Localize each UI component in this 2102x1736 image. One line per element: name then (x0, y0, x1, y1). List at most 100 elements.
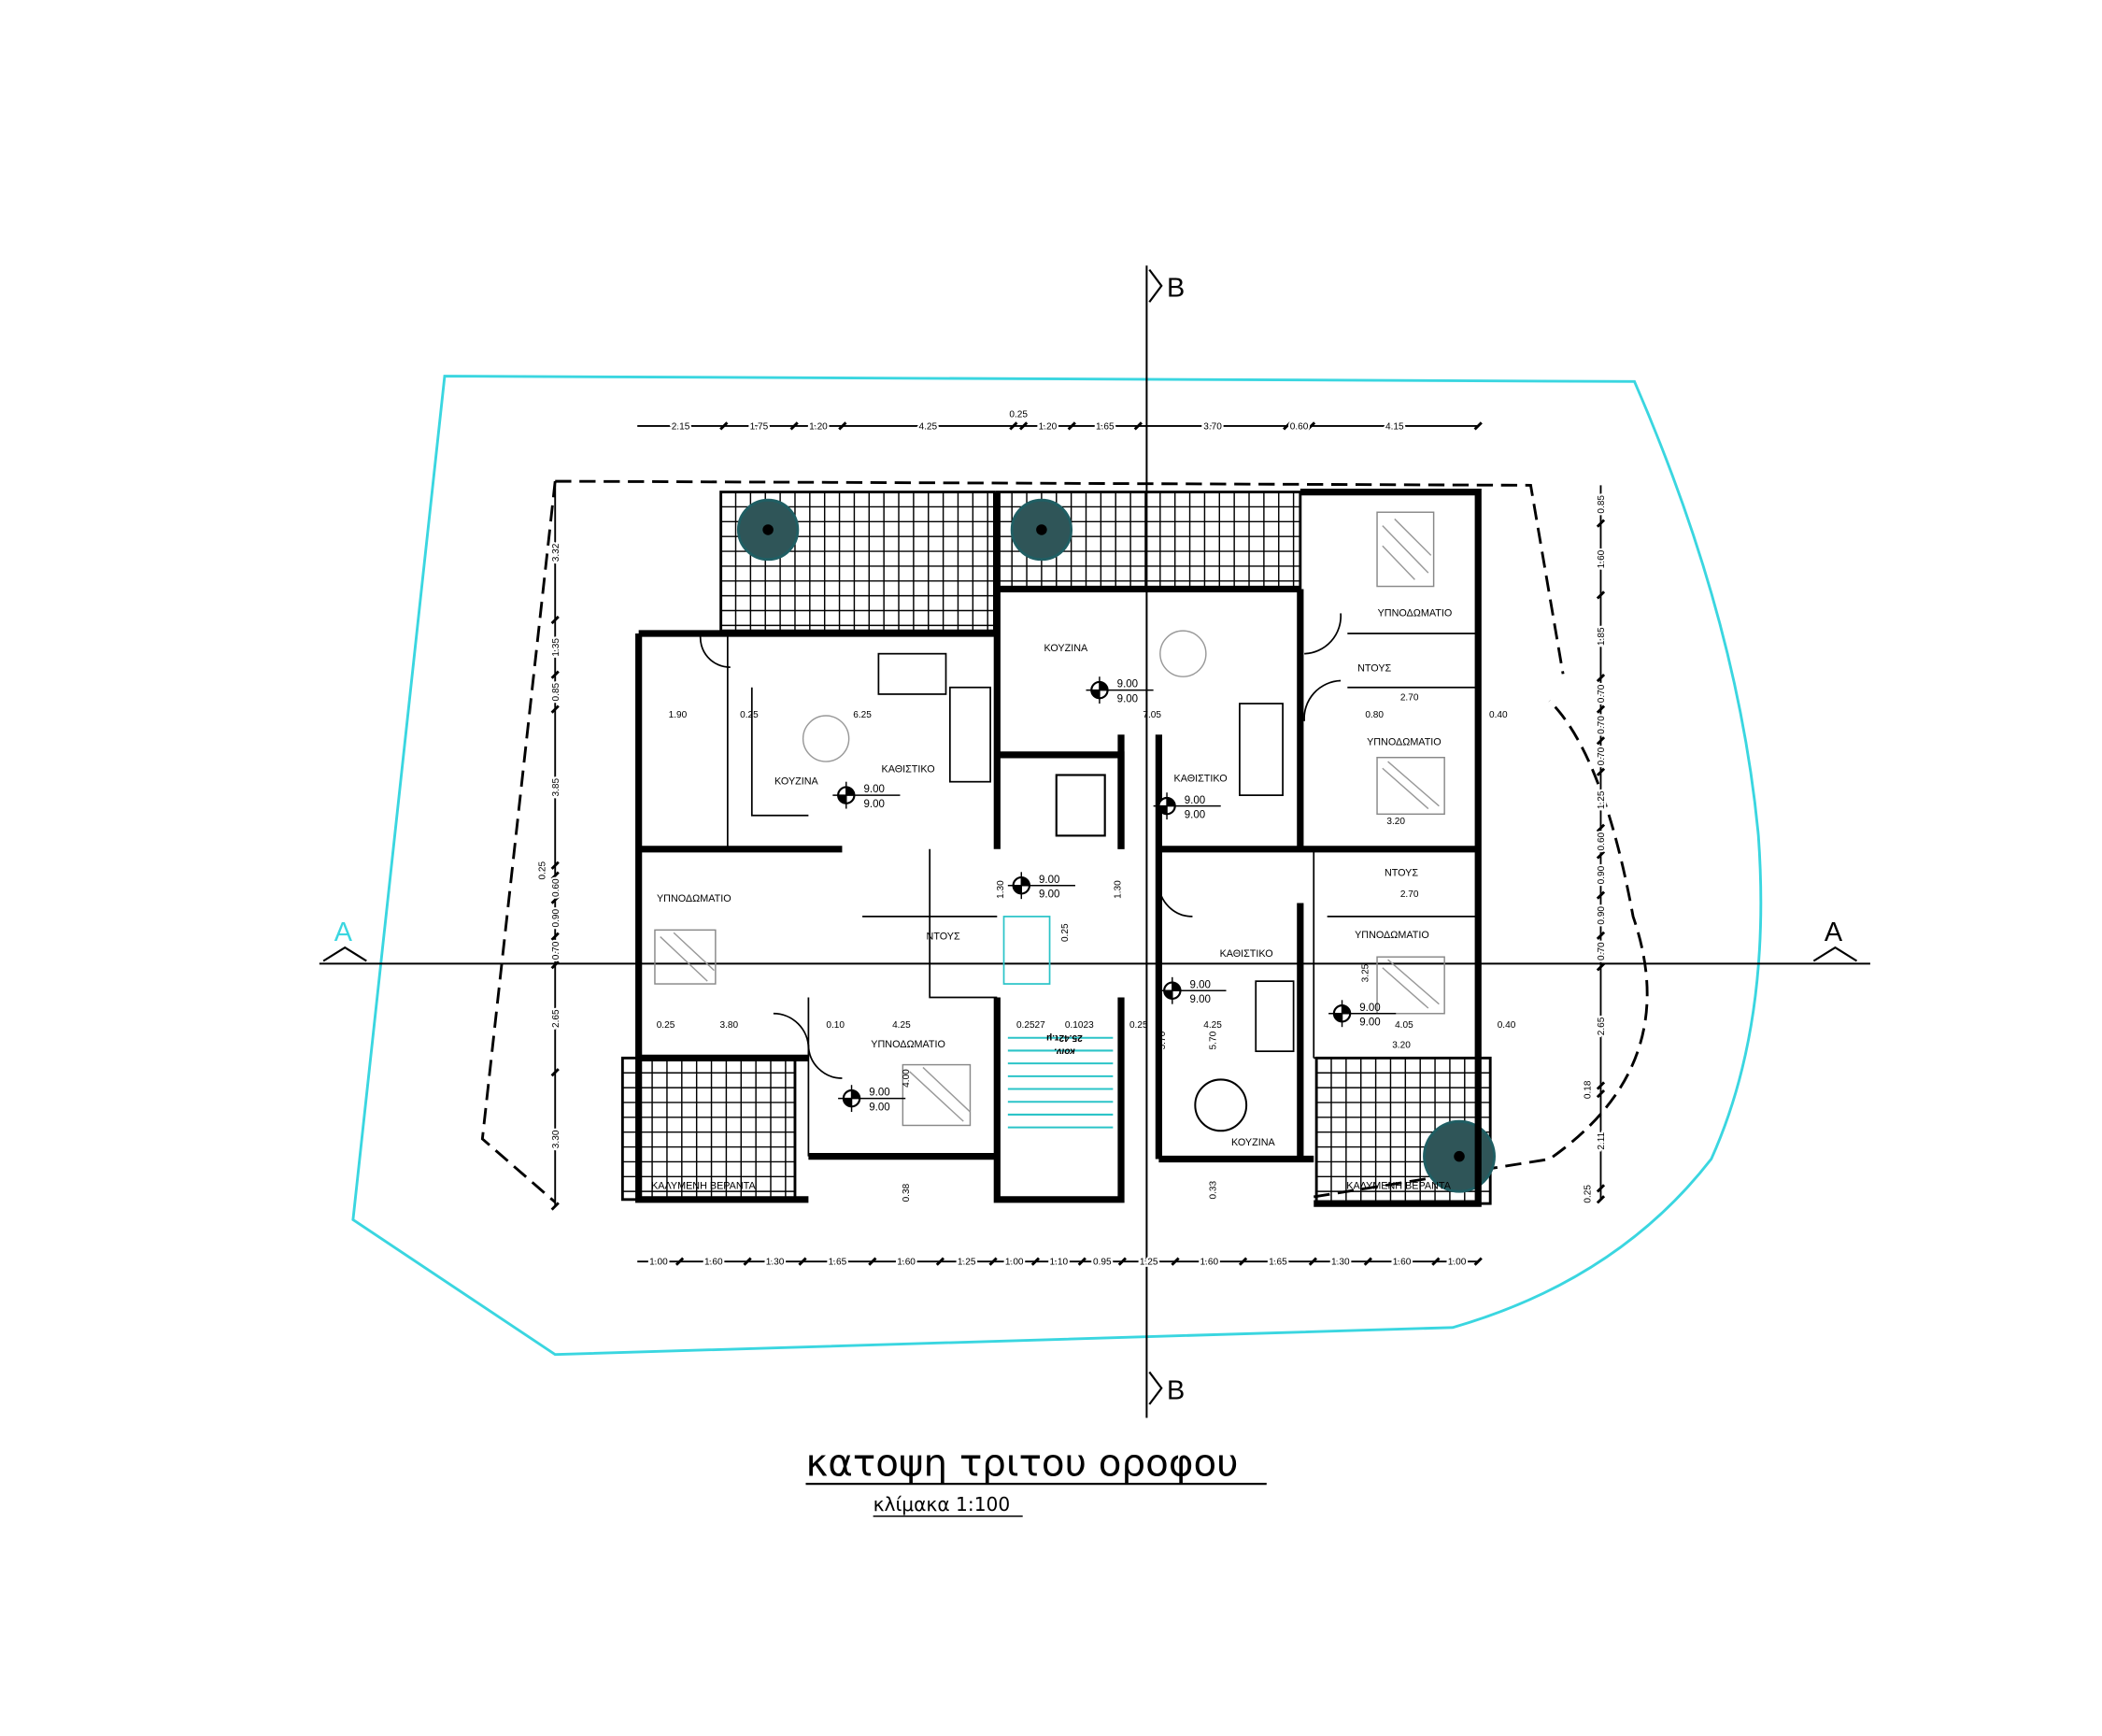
level-marker: 9.009.00 (1007, 872, 1075, 901)
dimension-tick (1596, 1195, 1606, 1204)
interior-dimension-label: 4.25 (1203, 1020, 1222, 1031)
room-label: ΚΑΘΙΣΤΙΚΟ (1174, 774, 1228, 785)
interior-dimension-label: 5.70 (1209, 1031, 1219, 1049)
level-bottom-value: 9.00 (1359, 1017, 1380, 1029)
left-dimension-label: 3.85 (551, 777, 561, 796)
top-dimension-label: 4.25 (919, 422, 938, 433)
right-dimension-label: 0.70 (1597, 684, 1607, 703)
dimension-tick (1067, 421, 1076, 431)
top-dimension-label: 0.60 (1290, 422, 1309, 433)
dimension-tick (1596, 1081, 1606, 1090)
right-dimension-label: 0.90 (1597, 906, 1607, 925)
room-label: ΚΑΘΙΣΤΙΚΟ (882, 764, 935, 776)
right-dimension-label: 0.90 (1597, 865, 1607, 884)
right-dimension-label: 2.11 (1597, 1131, 1607, 1149)
interior-dimension-label: 0.25 (657, 1020, 675, 1031)
level-top-value: 9.00 (1117, 679, 1138, 690)
bottom-dimension-label: 1.30 (766, 1258, 785, 1268)
dimension-tick (1117, 1257, 1127, 1266)
dining-table-icon (1194, 1078, 1248, 1132)
left-dimension-label: 3.30 (551, 1130, 561, 1148)
bed-icon (902, 1063, 972, 1127)
veranda-tiles (620, 1056, 797, 1202)
top-dimension-label: 4.15 (1385, 422, 1404, 433)
section-marker-b-top: B (1148, 268, 1185, 303)
bottom-dimension-label: 1.60 (1393, 1258, 1412, 1268)
section-label-b-bottom: B (1167, 1375, 1185, 1405)
left-dimension-label: 0.70 (551, 941, 561, 960)
dimension-tick (1596, 823, 1606, 832)
interior-dimension-label: 0.38 (902, 1183, 912, 1202)
dimension-tick (1018, 421, 1029, 431)
interior-dimension-label: 4.00 (902, 1069, 912, 1088)
interior-dimension-label: 0.10 (826, 1020, 845, 1031)
dimension-tick (1596, 736, 1606, 746)
dimension-tick (988, 1257, 998, 1266)
top-dimension-label: 2.15 (672, 422, 690, 433)
level-marker: 9.009.00 (832, 781, 901, 810)
level-top-value: 9.00 (1190, 979, 1211, 990)
dimension-tick (1009, 421, 1018, 431)
stair-area-label: κοιν. 25.42τ.μ (1046, 1032, 1083, 1056)
dimension-tick (1306, 421, 1316, 431)
stair-label-line1: κοιν. (1054, 1046, 1075, 1056)
interior-dimension-label: 2.70 (1400, 889, 1419, 900)
level-bottom-value: 9.00 (1039, 889, 1059, 901)
dimension-tick (838, 421, 847, 431)
room-label: ΝΤΟΥΣ (1357, 662, 1391, 674)
dimension-tick (550, 1068, 560, 1077)
spiral-stair-icon (1010, 498, 1073, 562)
spiral-stair-icon (736, 498, 800, 562)
room-label: ΚΑΛΥΜΕΝΗ ΒΕΡΑΝΤΑ (1346, 1180, 1451, 1191)
bed-icon (1376, 511, 1435, 588)
dimension-tick (1596, 890, 1606, 900)
interior-dimension-label: 3.80 (719, 1020, 738, 1031)
dining-table-icon (1159, 630, 1207, 677)
level-top-value: 9.00 (1359, 1003, 1380, 1014)
top-dimension-label: 1.75 (750, 422, 769, 433)
dimension-tick (935, 1257, 945, 1266)
dimension-tick (789, 421, 799, 431)
left-dimension-label: 1.35 (551, 638, 561, 657)
bottom-dimension-label: 1.60 (1200, 1258, 1218, 1268)
dimension-tick (550, 670, 560, 679)
room-labels: ΚΟΥΖΙΝΑΚΑΘΙΣΤΙΚΟΚΟΥΖΙΝΑΚΑΘΙΣΤΙΚΟΥΠΝΟΔΩΜΑ… (651, 607, 1452, 1191)
interior-dimension-label: 0.1023 (1065, 1020, 1094, 1031)
bottom-dimension-label: 1.10 (1050, 1258, 1069, 1268)
dimension-tick (550, 895, 560, 904)
dimension-tick (550, 871, 560, 880)
bottom-dimension-label: 1.25 (1140, 1258, 1158, 1268)
bottom-dimension-label: 0.95 (1093, 1258, 1112, 1268)
room-label: ΝΤΟΥΣ (927, 931, 960, 942)
interior-dimension-label: 2.70 (1400, 692, 1419, 703)
stair-label-line2: 25.42τ.μ (1046, 1032, 1083, 1043)
right-dimension-label: 2.65 (1597, 1017, 1607, 1035)
interior-dimension-label: 0.25 (1060, 923, 1071, 942)
bottom-dimension-label: 1.60 (704, 1258, 723, 1268)
level-marker: 9.009.00 (1153, 792, 1221, 821)
stair-hatch-box (1002, 916, 1051, 985)
interior-dimension-label: 0.25 (740, 710, 759, 720)
interior-dimension-label: 3.20 (1386, 817, 1405, 827)
dimension-tick (550, 960, 560, 970)
dimension-tick (1596, 767, 1606, 776)
dimension-tick (550, 615, 560, 625)
dimension-tick (1171, 1257, 1180, 1266)
interior-dimension-label: 1.30 (996, 880, 1006, 899)
section-marker-a-right: A (1812, 918, 1858, 962)
level-marker: 9.009.00 (1086, 676, 1154, 705)
dimension-tick (550, 704, 560, 714)
room-label: ΥΠΝΟΔΩΜΑΤΙΟ (1355, 930, 1429, 941)
sofa-icon (1239, 703, 1284, 796)
section-label-a-left: A (334, 918, 353, 947)
common-stair (1002, 916, 1114, 1129)
level-top-value: 9.00 (869, 1088, 889, 1099)
right-dimension-label: 1.25 (1597, 790, 1607, 809)
bottom-dimension-label: 1.25 (958, 1258, 976, 1268)
interior-dimension-label: 0.80 (1365, 710, 1384, 720)
dimension-tick (1283, 421, 1292, 431)
dimension-tick (1596, 519, 1606, 528)
dimension-tick (798, 1257, 807, 1266)
bottom-dimension-label: 1.65 (1269, 1258, 1287, 1268)
